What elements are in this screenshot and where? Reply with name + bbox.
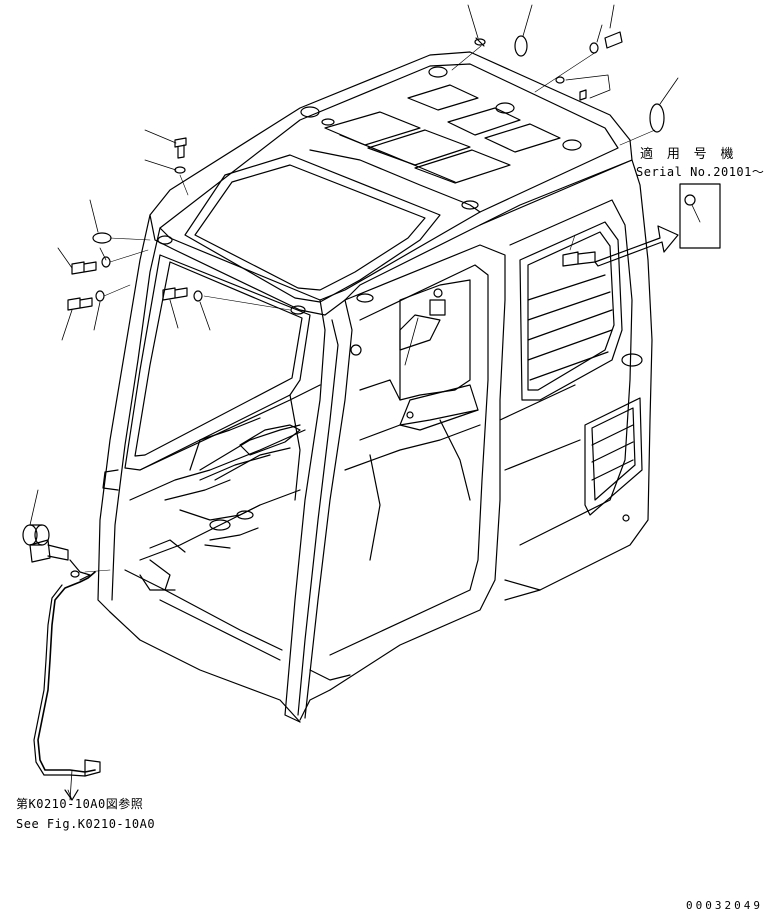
door-handle: [621, 353, 643, 367]
o-ring: [649, 103, 665, 133]
bolt: [604, 31, 623, 49]
bolt: [71, 261, 85, 275]
drawing-number: 00032049: [686, 899, 763, 912]
reference-note-en: See Fig.K0210-10A0: [16, 817, 156, 831]
exploded-parts-top: [451, 4, 679, 146]
serial-note-en: Serial No.20101～: [636, 165, 765, 179]
cab-lower-frame: [109, 417, 351, 723]
ground-wire: [22, 489, 111, 801]
o-ring: [514, 35, 528, 57]
washer: [95, 290, 105, 302]
o-ring: [92, 232, 112, 244]
roof-panel: [447, 107, 521, 136]
serial-note-detail: [594, 183, 721, 267]
reference-note-jp: 第K0210-10A0図参照: [16, 797, 144, 811]
door-window: [519, 221, 623, 401]
bolt: [162, 287, 176, 301]
roof-panel: [407, 84, 479, 111]
roof-panel: [367, 129, 471, 166]
washer: [474, 38, 486, 46]
washer: [101, 256, 111, 268]
bolt: [67, 297, 81, 311]
detail-box: [679, 183, 721, 249]
roof-panel: [324, 111, 421, 146]
front-left-pillar: [97, 214, 161, 613]
roof-window: [184, 154, 441, 303]
serial-note-jp: 適 用 号 機: [640, 147, 737, 162]
door-vent: [584, 397, 643, 516]
callout-arrow: [594, 225, 679, 267]
front-right-pillar: [284, 299, 362, 723]
cab-roof: [149, 51, 633, 316]
roof-panel: [484, 123, 561, 153]
washer: [193, 290, 203, 302]
washer: [589, 42, 599, 54]
bolt: [562, 251, 579, 267]
cab-door: [479, 159, 653, 601]
front-window-frame: [124, 254, 321, 501]
washer: [174, 166, 186, 174]
bolt: [174, 137, 187, 148]
exploded-parts-left: [57, 129, 596, 366]
cab-interior: [329, 244, 506, 691]
roof-panel: [414, 149, 511, 184]
bolt: [29, 539, 51, 563]
terminal: [84, 759, 101, 777]
ground-cable: [37, 571, 96, 773]
